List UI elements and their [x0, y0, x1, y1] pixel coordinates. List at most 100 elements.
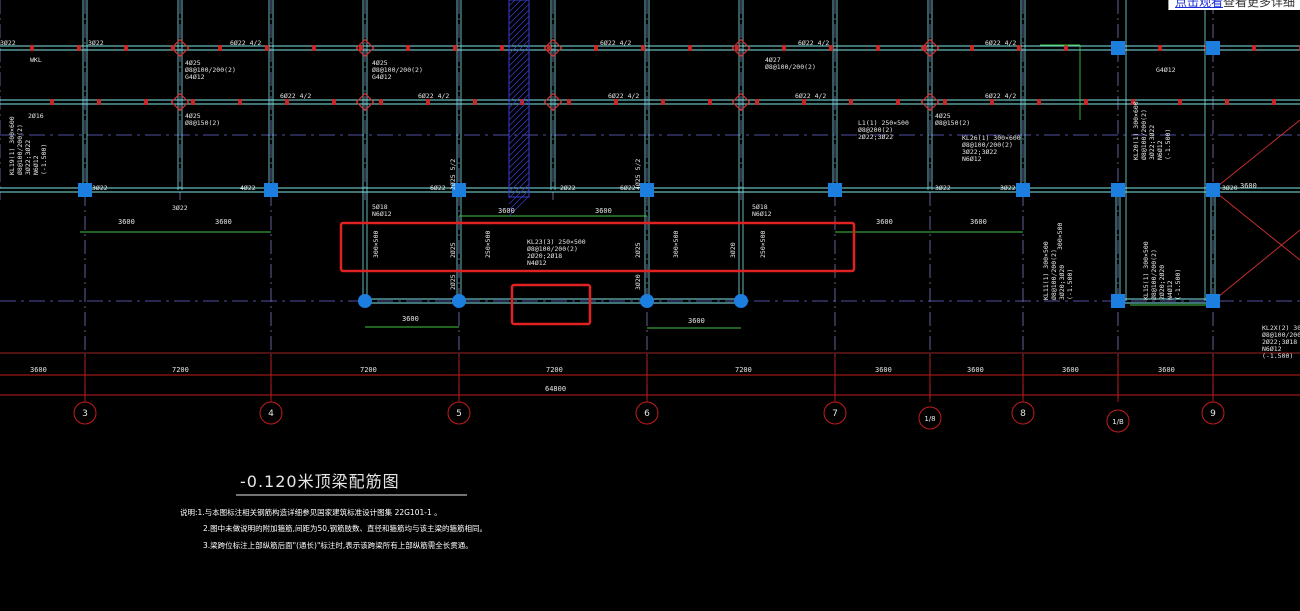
rebar-bot-5: 2Ø22: [560, 184, 576, 192]
hatch-166: [508, 165, 530, 187]
note-1: 说明:1.与本图标注相关钢筋构造详细参见国家建筑标准设计图集 22G101-1 …: [180, 507, 442, 517]
tick-mid-1111: [1131, 99, 1135, 105]
tick-mid-547: [567, 99, 571, 105]
left-label-5: (-1.500): [40, 144, 48, 175]
joint-marker-0: [170, 92, 190, 112]
kl-upper-2: Ø8@100/200(2): [765, 63, 816, 71]
tick-mid-735: [755, 99, 759, 105]
rebar-bot-2: 3Ø22: [172, 204, 188, 212]
kl2x-2: Ø8@100/200: [1262, 331, 1300, 339]
highlight-annotation: KL23(3) 250×500 Ø8@100/200(2) 2Ø20;2Ø18 …: [527, 238, 586, 267]
tick-top-547: [547, 45, 551, 51]
vert-rebar-5: 3Ø20: [634, 274, 642, 290]
hatch-106: [508, 105, 530, 127]
tick-top-735: [735, 45, 739, 51]
joint-marker-1: [355, 92, 375, 112]
hatch-64: [508, 63, 530, 85]
tick-top-641: [641, 45, 645, 51]
tick-mid-1205: [1225, 99, 1229, 105]
overlay-link-banner[interactable]: 点击观看查看更多详细: [1168, 0, 1300, 10]
beam-ll2-2: Ø8@150(2): [185, 119, 220, 127]
rebar-note-d: N6Ø12: [752, 210, 772, 218]
kl26-2: Ø8@100/200(2): [962, 141, 1013, 149]
tick-mid-30: [50, 99, 54, 105]
tick-top-265: [265, 45, 269, 51]
hatch-148: [508, 147, 530, 169]
hatch-130: [508, 129, 530, 151]
tick-mid-312: [332, 99, 336, 105]
section-label-4: 250×500: [759, 231, 767, 258]
rebar-bot-6: 6Ø22: [620, 184, 636, 192]
axis-bubble-2: [447, 401, 471, 425]
kl23-stirrup: Ø8@100/200(2): [527, 245, 578, 253]
watch-link[interactable]: 点击观看: [1175, 0, 1224, 9]
hatch-178: [508, 177, 530, 199]
joint-marker-7: [543, 38, 563, 58]
kl-mid-1: 4Ø25: [935, 112, 951, 120]
rebar-bot-8: 3Ø22: [1000, 184, 1016, 192]
hatch-94: [508, 93, 530, 115]
beam-ll2-1: 4Ø25: [185, 112, 201, 120]
lower-span-2: 3600: [688, 317, 705, 325]
hatch-22: [508, 21, 530, 43]
tick-mid-1064: [1084, 99, 1088, 105]
diag-2: [1212, 229, 1300, 302]
vert-rebar-1: 2Ø25: [449, 242, 457, 258]
tick-mid-688: [708, 99, 712, 105]
side-label-5: (-1.500): [1164, 129, 1172, 160]
beam-lines: [0, 0, 1300, 306]
joint-marker-4: [920, 92, 940, 112]
hatch-46: [508, 45, 530, 67]
kl-right-top-2: Ø8@100/200(2): [372, 66, 423, 74]
axis-bubble-0: [73, 401, 97, 425]
section-label-5: 300×500: [1056, 223, 1064, 250]
hatch-154: [508, 153, 530, 175]
section-label-3: 300×500: [672, 231, 680, 258]
tick-top-594: [594, 45, 598, 51]
joint-marker-8: [731, 38, 751, 58]
col-sq-bot-5: [1016, 183, 1030, 197]
hatched-column: [508, 0, 530, 198]
more-details-text: 查看更多详细: [1223, 0, 1296, 9]
left-label-1: KL19(1) 300×600: [8, 116, 16, 175]
kl26-1: KL26(1) 300×600: [962, 134, 1021, 142]
vert-rebar-2: 2Ø25: [634, 242, 642, 258]
kl2x-3: 2Ø22;3Ø18: [1262, 338, 1297, 346]
rebar-top-left: 3Ø22: [0, 39, 16, 47]
kl15-4: N4Ø12: [1166, 280, 1174, 300]
g4-label: G4Ø12: [1156, 66, 1176, 74]
rebar-2d16: 2Ø16: [28, 112, 44, 120]
kl15-5: (-1.500): [1174, 269, 1182, 300]
kl-right-top-3: G4Ø12: [372, 73, 392, 81]
tick-top-1064: [1064, 45, 1068, 51]
span-top-4: 7200: [735, 366, 752, 374]
axis-label-5: 1/8: [924, 415, 935, 423]
hatch--14: [508, 0, 516, 7]
side-label-4: N6Ø12: [1156, 140, 1164, 160]
col-sq-bot-r: [1111, 183, 1125, 197]
kl-upper-1: 4Ø27: [765, 56, 781, 64]
note-3: 3.梁跨位标注上部纵筋后面"(通长)"标注时,表示该跨梁所有上部纵筋需全长贯通。: [203, 540, 473, 550]
span-mid-6: 3600: [1240, 182, 1257, 190]
tick-top-829: [829, 45, 833, 51]
rebar-bot-4: 6Ø22: [430, 184, 446, 192]
tick-mid-453: [473, 99, 477, 105]
hatch-136: [508, 135, 530, 157]
left-label-2: Ø8@100/200(2): [16, 124, 24, 175]
axis-bubble-5: [918, 406, 942, 430]
tick-top-453: [453, 45, 457, 51]
axis-label-0: 3: [82, 409, 88, 419]
col-sq-low-0: [1111, 294, 1125, 308]
axis-bubble-1: [259, 401, 283, 425]
vert-rebar-4: 2Ø25: [449, 274, 457, 290]
span-top-0: 3600: [30, 366, 47, 374]
hatch-34: [508, 33, 530, 55]
kl15-2: Ø8@100/200(2): [1150, 249, 1158, 300]
columns: [78, 41, 1220, 308]
col-sq-bot-4: [828, 183, 842, 197]
rebar-texts: 3Ø22 6Ø22 4/2 6Ø22 4/2 6Ø22 4/2 6Ø22 4/2…: [0, 39, 1238, 212]
vertical-section-labels: 300×500 250×500 300×500 250×500 300×500 …: [372, 159, 1064, 290]
